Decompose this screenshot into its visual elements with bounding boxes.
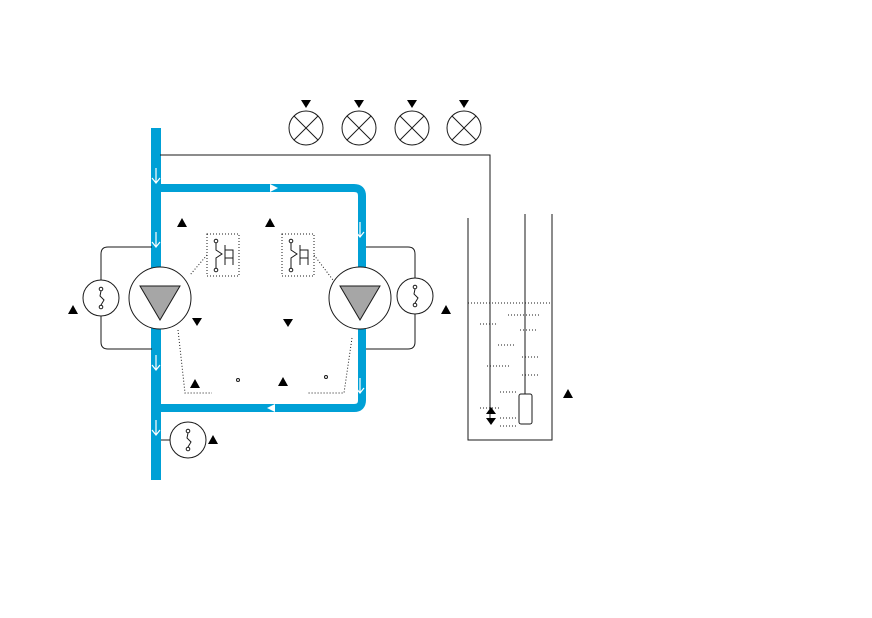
flow-arrow-down <box>151 168 161 184</box>
check-valve-left-icon <box>189 233 240 277</box>
left-pump-assembly <box>68 246 192 350</box>
marker-triangle <box>265 218 275 227</box>
float-sensor-icon <box>518 393 533 425</box>
marker-triangle <box>192 318 202 326</box>
tank-icon <box>467 214 573 441</box>
level-probe-icon <box>486 407 496 425</box>
flow-arrow-left <box>267 404 275 412</box>
marker-triangle <box>177 218 187 227</box>
pressure-switch-left-icon <box>82 279 120 317</box>
check-valve-right-icon <box>281 233 334 281</box>
right-pump-assembly <box>328 246 451 350</box>
connection-dot <box>236 378 240 382</box>
marker-triangle <box>68 305 78 314</box>
sensor-signal-line <box>160 154 491 420</box>
flow-arrow-down <box>151 232 161 248</box>
flow-arrow-down <box>151 420 161 436</box>
marker-triangle <box>283 319 293 327</box>
flow-arrow-right <box>270 184 278 192</box>
connection-dot <box>324 375 328 379</box>
marker-triangle <box>563 389 573 398</box>
lamp-icon <box>288 100 324 146</box>
flow-arrow-down <box>151 355 161 371</box>
control-link-right <box>308 337 353 394</box>
pressure-switch-right-icon <box>396 277 434 315</box>
tank-walls <box>467 214 553 441</box>
flow-arrow-down <box>355 378 365 394</box>
flow-arrow-down <box>355 222 365 238</box>
lamp-icon <box>394 100 430 146</box>
marker-triangle <box>190 379 200 388</box>
marker-triangle <box>278 377 288 386</box>
water-ripples <box>480 314 540 427</box>
pressure-switch-bottom-icon <box>169 421 207 459</box>
marker-triangle <box>441 305 451 314</box>
control-link-left <box>177 329 212 394</box>
indicator-lamps <box>288 100 482 146</box>
pump-left-icon <box>128 266 192 330</box>
lamp-icon <box>341 100 377 146</box>
flow-arrows <box>151 168 365 436</box>
loop-markers <box>177 218 293 388</box>
pump-right-icon <box>328 266 392 330</box>
marker-triangle <box>208 435 218 444</box>
bottom-switch-assembly <box>161 421 218 459</box>
lamp-icon <box>446 100 482 146</box>
